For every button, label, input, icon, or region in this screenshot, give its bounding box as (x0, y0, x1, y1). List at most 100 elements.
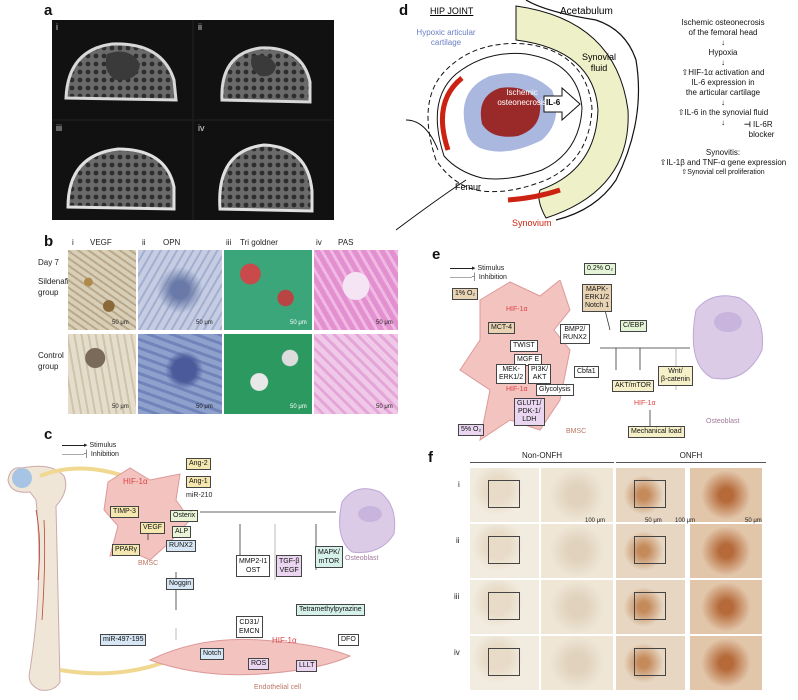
histo-pas-sildenafil (314, 250, 398, 330)
label-endothelial-cell: Endothelial cell (254, 684, 301, 691)
scalebar-label: 50 μm (196, 320, 213, 326)
ihc-zoom-box (488, 536, 520, 564)
ihc-zoom-box (634, 536, 666, 564)
ihc-tile-r1-c3 (616, 468, 685, 522)
scalebar-label: 50 μm (290, 404, 307, 410)
panel-b-row-control: Control group (38, 350, 68, 372)
ihc-tile-r3-c1 (470, 580, 539, 634)
panel-b-day: Day 7 (38, 258, 59, 267)
panel-f-header-onfh: ONFH (616, 451, 766, 460)
box-wnt-catenin: Wnt/β-catenin (658, 366, 693, 386)
box-glut1-pdk1-ldh: GLUT1/PDK-1/LDH (514, 398, 545, 426)
histo-opn-sildenafil (138, 250, 222, 330)
ct-label-ii: ii (198, 22, 202, 32)
box-ros: ROS (248, 658, 269, 670)
panel-label-c: c (44, 426, 52, 443)
histo-tri-sildenafil (224, 250, 312, 330)
label-osteoblast-e: Osteoblast (706, 418, 739, 425)
box-notch: Notch (200, 648, 224, 660)
ihc-zoom-box (634, 592, 666, 620)
ct-label-iii: iii (56, 123, 62, 133)
box-o2-02: 0.2% O₂ (584, 263, 616, 275)
scalebar-100: 100 μm (675, 518, 695, 524)
label-synovium: Synovium (512, 218, 552, 228)
scalebar-100: 100 μm (585, 518, 605, 524)
scalebar-label: 50 μm (112, 404, 129, 410)
box-bmp2-runx2: BMP2/RUNX2 (560, 324, 590, 344)
panel-f-row-i: i (458, 480, 460, 489)
box-glycolysis: Glycolysis (536, 384, 574, 396)
panel-b-row-sildenafil: Sildenafil group (38, 276, 68, 298)
ct-image-ii: ii (194, 20, 334, 119)
ihc-tile-r3-c2 (541, 580, 613, 634)
box-dfo: DFO (338, 634, 359, 646)
bmsc-hif-top: HIF-1α (506, 306, 528, 313)
ct-image-i: i (52, 20, 192, 119)
ihc-tile-r2-c3 (616, 524, 685, 578)
bmsc-hif-label: HIF-1α (123, 477, 148, 486)
scalebar-label: 50 μm (290, 320, 307, 326)
ihc-tile-r3-c3 (616, 580, 685, 634)
box-o2-5: 5% O₂ (458, 424, 484, 436)
histo-tri-control (224, 334, 312, 414)
ihc-tile-r1-c1 (470, 468, 539, 522)
panel-a-ct-grid: i ii iii iv (52, 20, 334, 220)
ihc-tile-r2-c2 (541, 524, 613, 578)
scalebar-label: 50 μm (376, 320, 393, 326)
ihc-zoom-box (634, 648, 666, 676)
label-hif-low: HIF-1α (634, 400, 656, 407)
panel-e-legend-stimulus: ▸ Stimulus (450, 264, 504, 272)
scalebar-50: 50 μm (645, 518, 662, 524)
box-o2-1: 1% O₂ (452, 288, 478, 300)
panel-d-flowchart: Ischemic osteonecrosis of the femoral he… (650, 18, 796, 178)
label-il6: IL-6 (546, 98, 560, 107)
label-mir210: miR-210 (186, 492, 212, 499)
panel-f-row-ii: ii (456, 536, 460, 545)
box-ppar: PPARγ (112, 544, 140, 556)
ihc-tile-r1-c4 (690, 468, 762, 522)
box-osterix: Osterix (170, 510, 198, 522)
box-cbfa1: Cbfa1 (574, 366, 599, 378)
box-timp3: TIMP-3 (110, 506, 139, 518)
label-bmsc: BMSC (138, 560, 158, 567)
ihc-tile-r4-c2 (541, 636, 613, 690)
ct-image-iv: iv (194, 121, 334, 220)
ihc-tile-r4-c1 (470, 636, 539, 690)
scalebar-label: 50 μm (112, 320, 129, 326)
label-il6r-blocker: ⊣ IL-6R blocker (742, 120, 774, 140)
box-ang2: Ang-2 (186, 458, 211, 470)
ihc-zoom-box (488, 480, 520, 508)
panel-b-stain-vegf: VEGF (90, 238, 112, 247)
box-twist: TWIST (510, 340, 538, 352)
ihc-zoom-box (488, 648, 520, 676)
ihc-tile-r1-c2 (541, 468, 613, 522)
panel-c-legend-stimulus: ▸ Stimulus (62, 441, 116, 449)
ihc-tile-r4-c4 (690, 636, 762, 690)
panel-b-stain-pas: PAS (338, 238, 353, 247)
ihc-tile-r3-c4 (690, 580, 762, 634)
box-mechanical-load: Mechanical load (628, 426, 685, 438)
ihc-tile-r2-c1 (470, 524, 539, 578)
ihc-tile-r4-c3 (616, 636, 685, 690)
box-mapk-mtor: MAPK/mTOR (315, 546, 343, 568)
bmsc-hif-mid: HIF-1α (506, 386, 528, 393)
box-mct4: MCT-4 (488, 322, 515, 334)
ihc-tile-r2-c4 (690, 524, 762, 578)
panel-label-f: f (428, 449, 433, 466)
panel-b-col-iv: iv (316, 238, 322, 247)
box-ang1: Ang-1 (186, 476, 211, 488)
panel-label-b: b (44, 233, 53, 250)
panel-b-col-iii: iii (226, 238, 231, 247)
scalebar-label: 50 μm (376, 404, 393, 410)
ihc-zoom-box (634, 480, 666, 508)
label-femur: Femur (455, 182, 481, 192)
panel-label-e: e (432, 246, 440, 263)
scalebar-50: 50 μm (745, 518, 762, 524)
label-osteoblast-c: Osteoblast (345, 555, 378, 562)
panel-c-legend-inhibition: ┤ Inhibition (62, 451, 119, 458)
box-runx2: RUNX2 (166, 540, 196, 552)
box-akt-mtor: AKT/mTOR (612, 380, 654, 392)
